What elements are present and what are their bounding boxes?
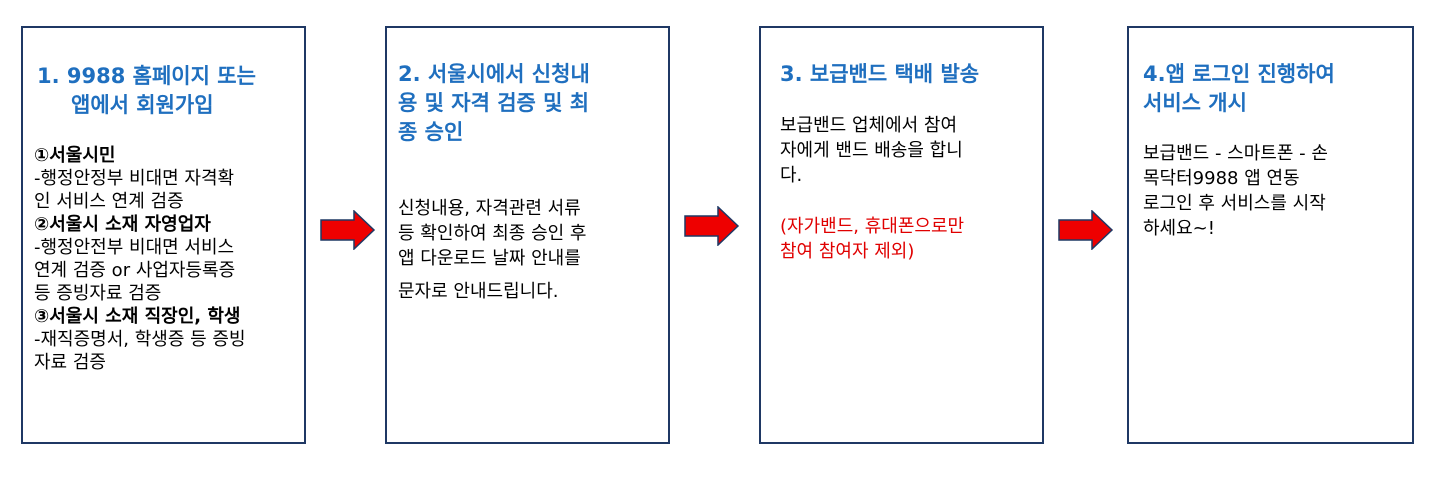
step-1-box: 1. 9988 홈페이지 또는 앱에서 회원가입 ①서울시민 -행정안정부 비대… [21, 26, 306, 444]
step-3-body-line: 보급밴드 업체에서 참여 [780, 115, 958, 136]
step-4-title-line: 4.앱 로그인 진행하여 [1143, 62, 1335, 86]
right-arrow-icon [1058, 210, 1114, 250]
step-1-title-line-2: 앱에서 회원가입 [71, 93, 214, 117]
step-4-title-line: 서비스 개시 [1143, 91, 1247, 115]
step-1-section-3-line: 자료 검증 [34, 352, 106, 373]
step-2-box: 2. 서울시에서 신청내 용 및 자격 검증 및 최 종 승인 신청내용, 자격… [385, 26, 670, 444]
step-4-title: 4.앱 로그인 진행하여 서비스 개시 [1143, 60, 1408, 118]
step-2-body-line: 앱 다운로드 날짜 안내를 [398, 248, 581, 269]
step-2-title: 2. 서울시에서 신청내 용 및 자격 검증 및 최 종 승인 [398, 60, 663, 147]
step-4-box: 4.앱 로그인 진행하여 서비스 개시 보급밴드 - 스마트폰 - 손 목닥터9… [1127, 26, 1414, 444]
step-3-body-line: 다. [780, 165, 803, 186]
step-1-section-1-line: 인 서비스 연계 검증 [34, 191, 184, 212]
step-1-section-2-line: 연계 검증 or 사업자등록증 [34, 260, 236, 281]
step-1-title: 1. 9988 홈페이지 또는 앱에서 회원가입 [37, 62, 299, 120]
step-2-title-line: 용 및 자격 검증 및 최 [398, 91, 590, 115]
step-3-note-line: (자가밴드, 휴대폰으로만 [780, 216, 965, 237]
step-3-title: 3. 보급밴드 택배 발송 [780, 62, 980, 86]
step-3-body-line: 자에게 밴드 배송을 합니 [780, 140, 963, 161]
step-4-body-line: 보급밴드 - 스마트폰 - 손 [1143, 143, 1328, 164]
step-2-body-line: 등 확인하여 최종 승인 후 [398, 223, 587, 244]
step-3-box: 3. 보급밴드 택배 발송 보급밴드 업체에서 참여 자에게 밴드 배송을 합니… [759, 26, 1044, 444]
step-4-body: 보급밴드 - 스마트폰 - 손 목닥터9988 앱 연동 로그인 후 서비스를 … [1143, 141, 1408, 241]
step-1-title-line-1: 1. 9988 홈페이지 또는 [37, 64, 256, 88]
step-2-title-line: 2. 서울시에서 신청내 [398, 62, 590, 86]
step-2-body-line: 문자로 안내드립니다. [398, 281, 559, 302]
step-2-body: 신청내용, 자격관련 서류 등 확인하여 최종 승인 후 앱 다운로드 날짜 안… [398, 196, 663, 304]
step-1-section-3-line: -재직증명서, 학생증 등 증빙 [34, 329, 246, 350]
step-2-title-line: 종 승인 [398, 120, 464, 144]
right-arrow-icon [320, 210, 376, 250]
right-arrow-icon [684, 206, 740, 246]
step-4-body-line: 로그인 후 서비스를 시작 [1143, 193, 1326, 214]
step-3-note-line: 참여 참여자 제외) [780, 241, 915, 262]
step-1-section-2-line: 등 증빙자료 검증 [34, 283, 162, 304]
step-1-body: ①서울시민 -행정안정부 비대면 자격확 인 서비스 연계 검증 ②서울시 소재… [34, 144, 304, 374]
step-1-section-3-heading: ③서울시 소재 직장인, 학생 [34, 306, 241, 327]
step-3-body: 보급밴드 업체에서 참여 자에게 밴드 배송을 합니 다. [780, 113, 1040, 188]
step-1-section-2-line: -행정안전부 비대면 서비스 [34, 237, 235, 258]
step-4-body-line: 하세요~! [1143, 218, 1215, 239]
step-1-section-1-heading: ①서울시민 [34, 145, 116, 166]
step-3-note: (자가밴드, 휴대폰으로만 참여 참여자 제외) [780, 214, 1040, 264]
step-1-section-2-heading: ②서울시 소재 자영업자 [34, 214, 211, 235]
step-1-section-1-line: -행정안정부 비대면 자격확 [34, 168, 235, 189]
step-2-body-line: 신청내용, 자격관련 서류 [398, 198, 581, 219]
step-4-body-line: 목닥터9988 앱 연동 [1143, 168, 1300, 189]
